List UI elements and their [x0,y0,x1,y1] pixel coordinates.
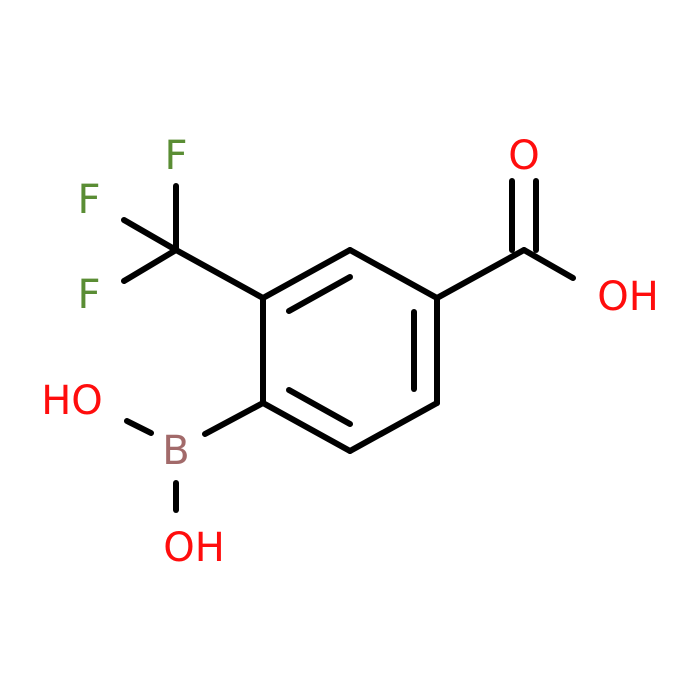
fluorine-label-middle: F [77,177,100,223]
cf3-attachment-bond [173,247,266,301]
fluorine-label-top: F [164,133,187,179]
acid-hydroxyl-label: OH [597,274,659,320]
fluorine-label-lower: F [77,272,100,318]
aromatic-inner-bond-top [286,274,353,314]
boron-label: B [162,428,189,474]
boron-ho-bond [124,418,154,436]
boron-hydroxyl-bottom-label: OH [163,525,225,571]
cf-bond-low [121,247,179,284]
cf-bond-mid [121,217,179,253]
carboxyl-attachment-bond [434,247,527,301]
aromatic-inner-bond-bottom [286,387,353,427]
ring-bond-1 [260,247,353,301]
ring-bond-5 [260,400,353,454]
carbonyl-oxygen-label: O [508,133,539,179]
boron-attachment-bond [202,400,266,437]
ring-bond-4 [347,400,440,454]
boron-hydroxyl-left-label: HO [41,378,103,424]
hydroxyl-bond [521,247,576,281]
ring-bond-2 [347,247,440,301]
